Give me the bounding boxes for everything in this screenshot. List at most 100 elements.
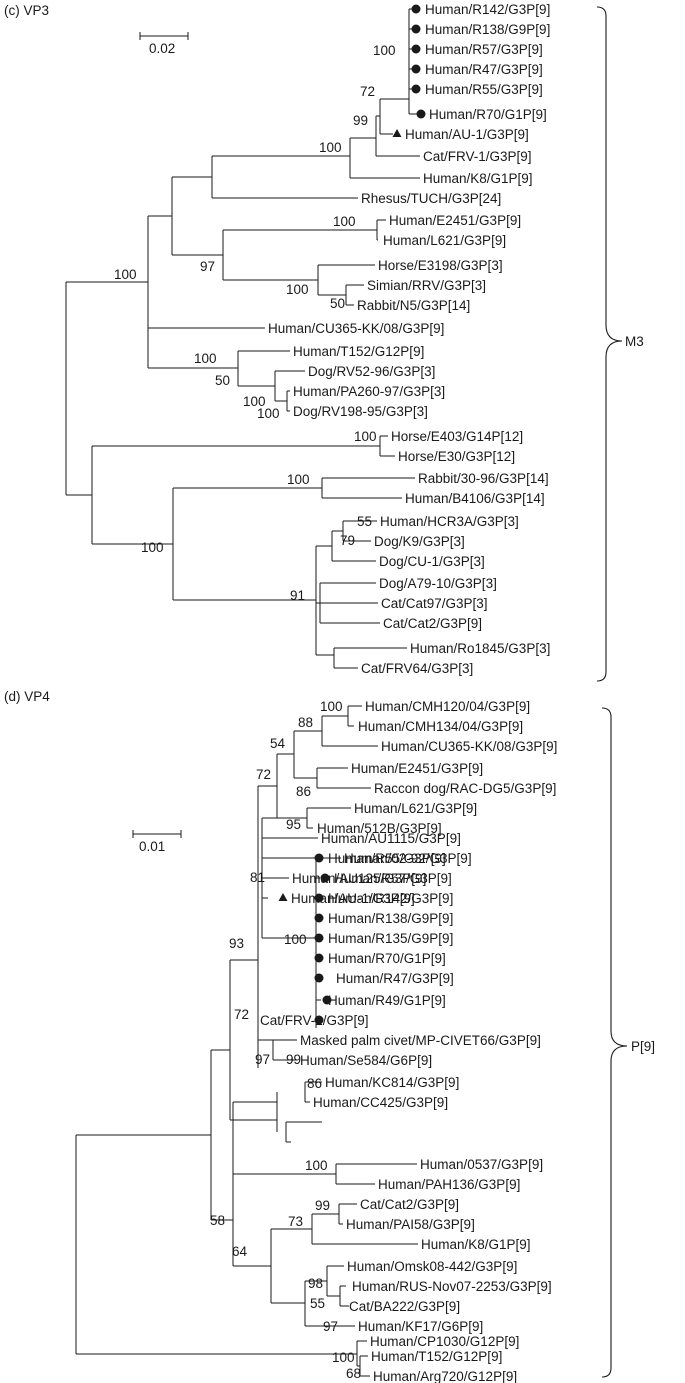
- vp4-circle-marker: [314, 893, 324, 903]
- vp3-taxon-label: Human/Ro1845/G3P[3]: [410, 641, 550, 656]
- vp3-bootstrap-value: 72: [360, 84, 375, 99]
- vp4-taxon-label: Human/R70/G1P[9]: [328, 951, 446, 966]
- vp4-panel: (d) VP4 0.01: [4, 689, 655, 1383]
- vp3-taxon-label: Human/R55/G3P[9]: [425, 82, 543, 97]
- vp3-branches: [65, 8, 420, 669]
- vp3-bootstrap-value: 100: [243, 394, 266, 409]
- vp4-bootstrap-value: 99: [315, 1198, 330, 1213]
- vp4-taxon-label: Cat/Cat2/G3P[9]: [360, 1197, 459, 1212]
- vp4-scale-bar: 0.01: [132, 830, 182, 854]
- vp3-bootstrap-value: 100: [287, 472, 310, 487]
- vp3-taxon-label: Dog/CU-1/G3P[3]: [379, 554, 485, 569]
- vp4-bootstrap-value: 58: [210, 1213, 225, 1228]
- vp3-bootstrap-value: 100: [141, 540, 164, 555]
- vp4-bootstrap-value: 97: [323, 1319, 338, 1334]
- vp3-taxon-label: Rabbit/30-96/G3P[14]: [418, 471, 549, 486]
- vp4-taxon-label: Raccon dog/RAC-DG5/G3P[9]: [374, 781, 556, 796]
- vp3-taxon-label: Rabbit/N5/G3P[14]: [357, 298, 470, 313]
- vp3-taxon-label: Human/R70/G1P[9]: [429, 107, 547, 122]
- vp4-bootstrap-value: 100: [305, 1158, 328, 1173]
- vp4-taxon-label: Human/512B/G3P[9]: [317, 821, 442, 836]
- vp3-bootstrap-value: 99: [353, 113, 368, 128]
- vp4-circle-marker: [322, 995, 332, 1005]
- vp3-taxon-label: Human/E2451/G3P[9]: [389, 213, 521, 228]
- vp4-taxon-label: Cat/BA222/G3P[9]: [349, 1299, 460, 1314]
- vp4-taxon-label: Human/AU1115/G3P[9]: [321, 831, 461, 846]
- vp4-taxon-label: Human/KF17/G6P[9]: [358, 1319, 483, 1334]
- vp4-taxon-label: Human/R57/G3P[9]: [334, 871, 452, 886]
- vp4-triangle-marker: [278, 893, 288, 901]
- vp3-taxon-label: Human/B4106/G3P[14]: [405, 491, 545, 506]
- vp4-taxon-label: Human/CMH134/04/G3P[9]: [358, 719, 523, 734]
- vp4-circle-marker: [320, 873, 330, 883]
- vp3-taxon-label: Dog/RV52-96/G3P[3]: [308, 364, 435, 379]
- vp4-bootstrap-value: 88: [298, 715, 313, 730]
- vp3-bootstrap-value: 79: [340, 533, 355, 548]
- vp3-panel: (c) VP3 0.02: [4, 2, 644, 682]
- vp4-scale-label: 0.01: [139, 839, 165, 854]
- vp3-markers: [392, 4, 426, 137]
- vp3-circle-marker: [411, 24, 421, 34]
- vp4-taxon-label: Human/T152/G12P[9]: [371, 1349, 502, 1364]
- vp3-taxon-label: Cat/FRV-1/G3P[9]: [423, 149, 532, 164]
- vp4-bootstrap-value: 86: [307, 1076, 322, 1091]
- vp3-bootstrap-value: 100: [114, 267, 137, 282]
- vp4-branches: [75, 705, 418, 1377]
- vp4-bootstrap-value: 73: [288, 1214, 303, 1229]
- vp4-taxon-label: Human/AU-1/G3P[9]: [291, 891, 415, 906]
- vp3-bootstrap-value: 100: [333, 214, 356, 229]
- vp4-circle-marker: [314, 853, 324, 863]
- vp3-taxon-label: Human/K8/G1P[9]: [423, 171, 533, 186]
- vp3-bootstrap-value: 100: [286, 282, 309, 297]
- vp3-taxon-labels: Human/R142/G3P[9] Human/R138/G9P[9] Huma…: [268, 2, 550, 676]
- vp4-taxon-label: Human/E2451/G3P[9]: [351, 761, 483, 776]
- vp4-bootstrap-value: 99: [286, 1052, 301, 1067]
- vp3-taxon-label: Human/CU365-KK/08/G3P[9]: [268, 321, 444, 336]
- vp4-circle-marker: [314, 953, 324, 963]
- vp4-bootstrap-value: 95: [286, 817, 301, 832]
- vp4-clade-label: P[9]: [631, 1039, 655, 1054]
- vp4-taxon-label: Human/PAI58/G3P[9]: [346, 1217, 475, 1232]
- vp4-taxon-label: Human/KC814/G3P[9]: [325, 1075, 459, 1090]
- vp3-circle-marker: [416, 109, 426, 119]
- vp3-taxon-label: Cat/Cat2/G3P[9]: [383, 616, 482, 631]
- vp3-circle-marker: [411, 64, 421, 74]
- vp3-clade-bracket: M3: [596, 6, 644, 682]
- vp3-taxon-label: Cat/FRV64/G3P[3]: [361, 661, 473, 676]
- vp4-taxon-label: Cat/FRV-1/G3P[9]: [260, 1013, 369, 1028]
- vp3-bootstrap-value: 100: [194, 351, 217, 366]
- vp3-bootstrap-value: 100: [257, 406, 280, 421]
- vp4-panel-title: (d) VP4: [4, 689, 50, 704]
- vp4-markers: [278, 853, 332, 1025]
- vp4-bootstrap-value: 81: [250, 870, 265, 885]
- vp3-bootstrap-values: 100 72 99 100 100 97 100 50 100 100 50 1…: [114, 43, 396, 603]
- vp4-taxon-label: Human/CMH120/04/G3P[9]: [365, 699, 530, 714]
- vp3-taxon-label: Horse/E403/G14P[12]: [391, 429, 523, 444]
- vp4-bootstrap-value: 72: [256, 767, 271, 782]
- vp3-taxon-label: Human/R138/G9P[9]: [425, 22, 550, 37]
- vp3-bootstrap-value: 100: [354, 429, 377, 444]
- vp4-taxon-label: Human/R47/G3P[9]: [336, 971, 454, 986]
- vp3-bootstrap-value: 100: [319, 140, 342, 155]
- vp4-taxon-label: Human/AU125/G3P[9]: [292, 871, 426, 886]
- vp3-bootstrap-value: 50: [330, 296, 345, 311]
- vp3-taxon-label: Simian/RRV/G3P[3]: [367, 278, 486, 293]
- vp4-taxon-label: Human/R55/G3P[9]: [328, 851, 446, 866]
- vp3-bootstrap-value: 97: [200, 259, 215, 274]
- vp4-bootstrap-value: 97: [255, 1052, 270, 1067]
- vp3-taxon-label: Human/R57/G3P[9]: [425, 42, 543, 57]
- vp4-bootstrap-value: 93: [229, 936, 244, 951]
- vp3-bootstrap-value: 91: [290, 588, 305, 603]
- vp4-taxon-label: Human/Se584/G6P[9]: [300, 1053, 432, 1068]
- vp4-taxon-label: Human/R49/G1P[9]: [328, 993, 446, 1008]
- vp4-circle-marker: [314, 1015, 324, 1025]
- vp3-taxon-label: Human/R142/G3P[9]: [425, 2, 550, 17]
- vp3-taxon-label: Rhesus/TUCH/G3P[24]: [361, 191, 501, 206]
- vp3-taxon-label: Human/AU-1/G3P[9]: [405, 127, 529, 142]
- vp4-circle-marker: [314, 913, 324, 923]
- vp4-taxon-label: Human/Omsk08-442/G3P[9]: [347, 1259, 517, 1274]
- vp4-circle-marker: [314, 933, 324, 943]
- vp4-taxon-label: Human/PAH136/G3P[9]: [378, 1177, 520, 1192]
- vp4-taxon-label: Human/CU365-KK/08/G3P[9]: [381, 739, 557, 754]
